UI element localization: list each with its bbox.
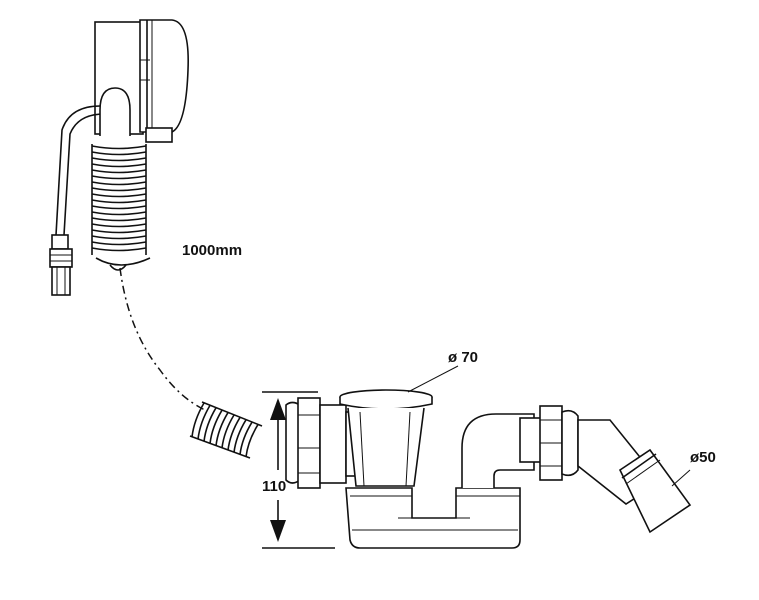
trap-body xyxy=(339,389,535,549)
hose-rib xyxy=(91,223,147,228)
angled-outlet-pipe xyxy=(577,419,692,534)
hose-rib xyxy=(203,407,217,442)
lower-hose xyxy=(189,401,263,459)
hose-rib xyxy=(245,424,259,457)
overflow-elbow xyxy=(99,87,131,136)
hose-rib xyxy=(197,404,211,440)
hose-length-label: 1000mm xyxy=(182,242,242,259)
hose-rib xyxy=(91,229,147,234)
hose-rib xyxy=(91,157,147,162)
height-dimension xyxy=(262,391,335,549)
hose-rib xyxy=(209,409,223,444)
hose-length-path xyxy=(119,267,206,411)
control-cable xyxy=(49,105,105,296)
hose-rib xyxy=(239,421,253,455)
hose-rib xyxy=(221,414,235,449)
hose-rib xyxy=(91,193,147,198)
hose-rib xyxy=(91,181,147,186)
hose-rib xyxy=(91,235,147,240)
diameter-70-leader xyxy=(407,365,459,393)
hose-rib xyxy=(91,247,147,252)
right-compression-nut xyxy=(519,405,579,481)
height-label: 110 xyxy=(262,478,286,495)
hose-rib xyxy=(91,145,147,150)
hose-rib xyxy=(91,169,147,174)
cable-nut xyxy=(51,266,71,296)
cable-connector xyxy=(49,248,73,268)
hose-rib xyxy=(91,187,147,192)
hose-rib xyxy=(233,419,247,453)
hose-rib xyxy=(91,217,147,222)
diameter-70-label: ø 70 xyxy=(448,349,478,366)
hose-rib xyxy=(191,402,205,438)
hose-rib xyxy=(91,175,147,180)
hose-rib xyxy=(91,199,147,204)
diameter-50-leader xyxy=(671,469,691,487)
hose-rib xyxy=(227,416,241,451)
hose-rib xyxy=(91,163,147,168)
hose-rib xyxy=(215,412,229,446)
hose-rib xyxy=(91,241,147,246)
diameter-50-label: ø50 xyxy=(690,449,716,466)
left-compression-nut xyxy=(285,397,357,489)
hose-rib xyxy=(91,211,147,216)
overflow-hose xyxy=(91,87,151,271)
hose-rib xyxy=(91,205,147,210)
overflow-head-unit xyxy=(94,19,189,143)
outlet-pipe-end xyxy=(618,448,692,534)
hose-rib xyxy=(91,151,147,156)
